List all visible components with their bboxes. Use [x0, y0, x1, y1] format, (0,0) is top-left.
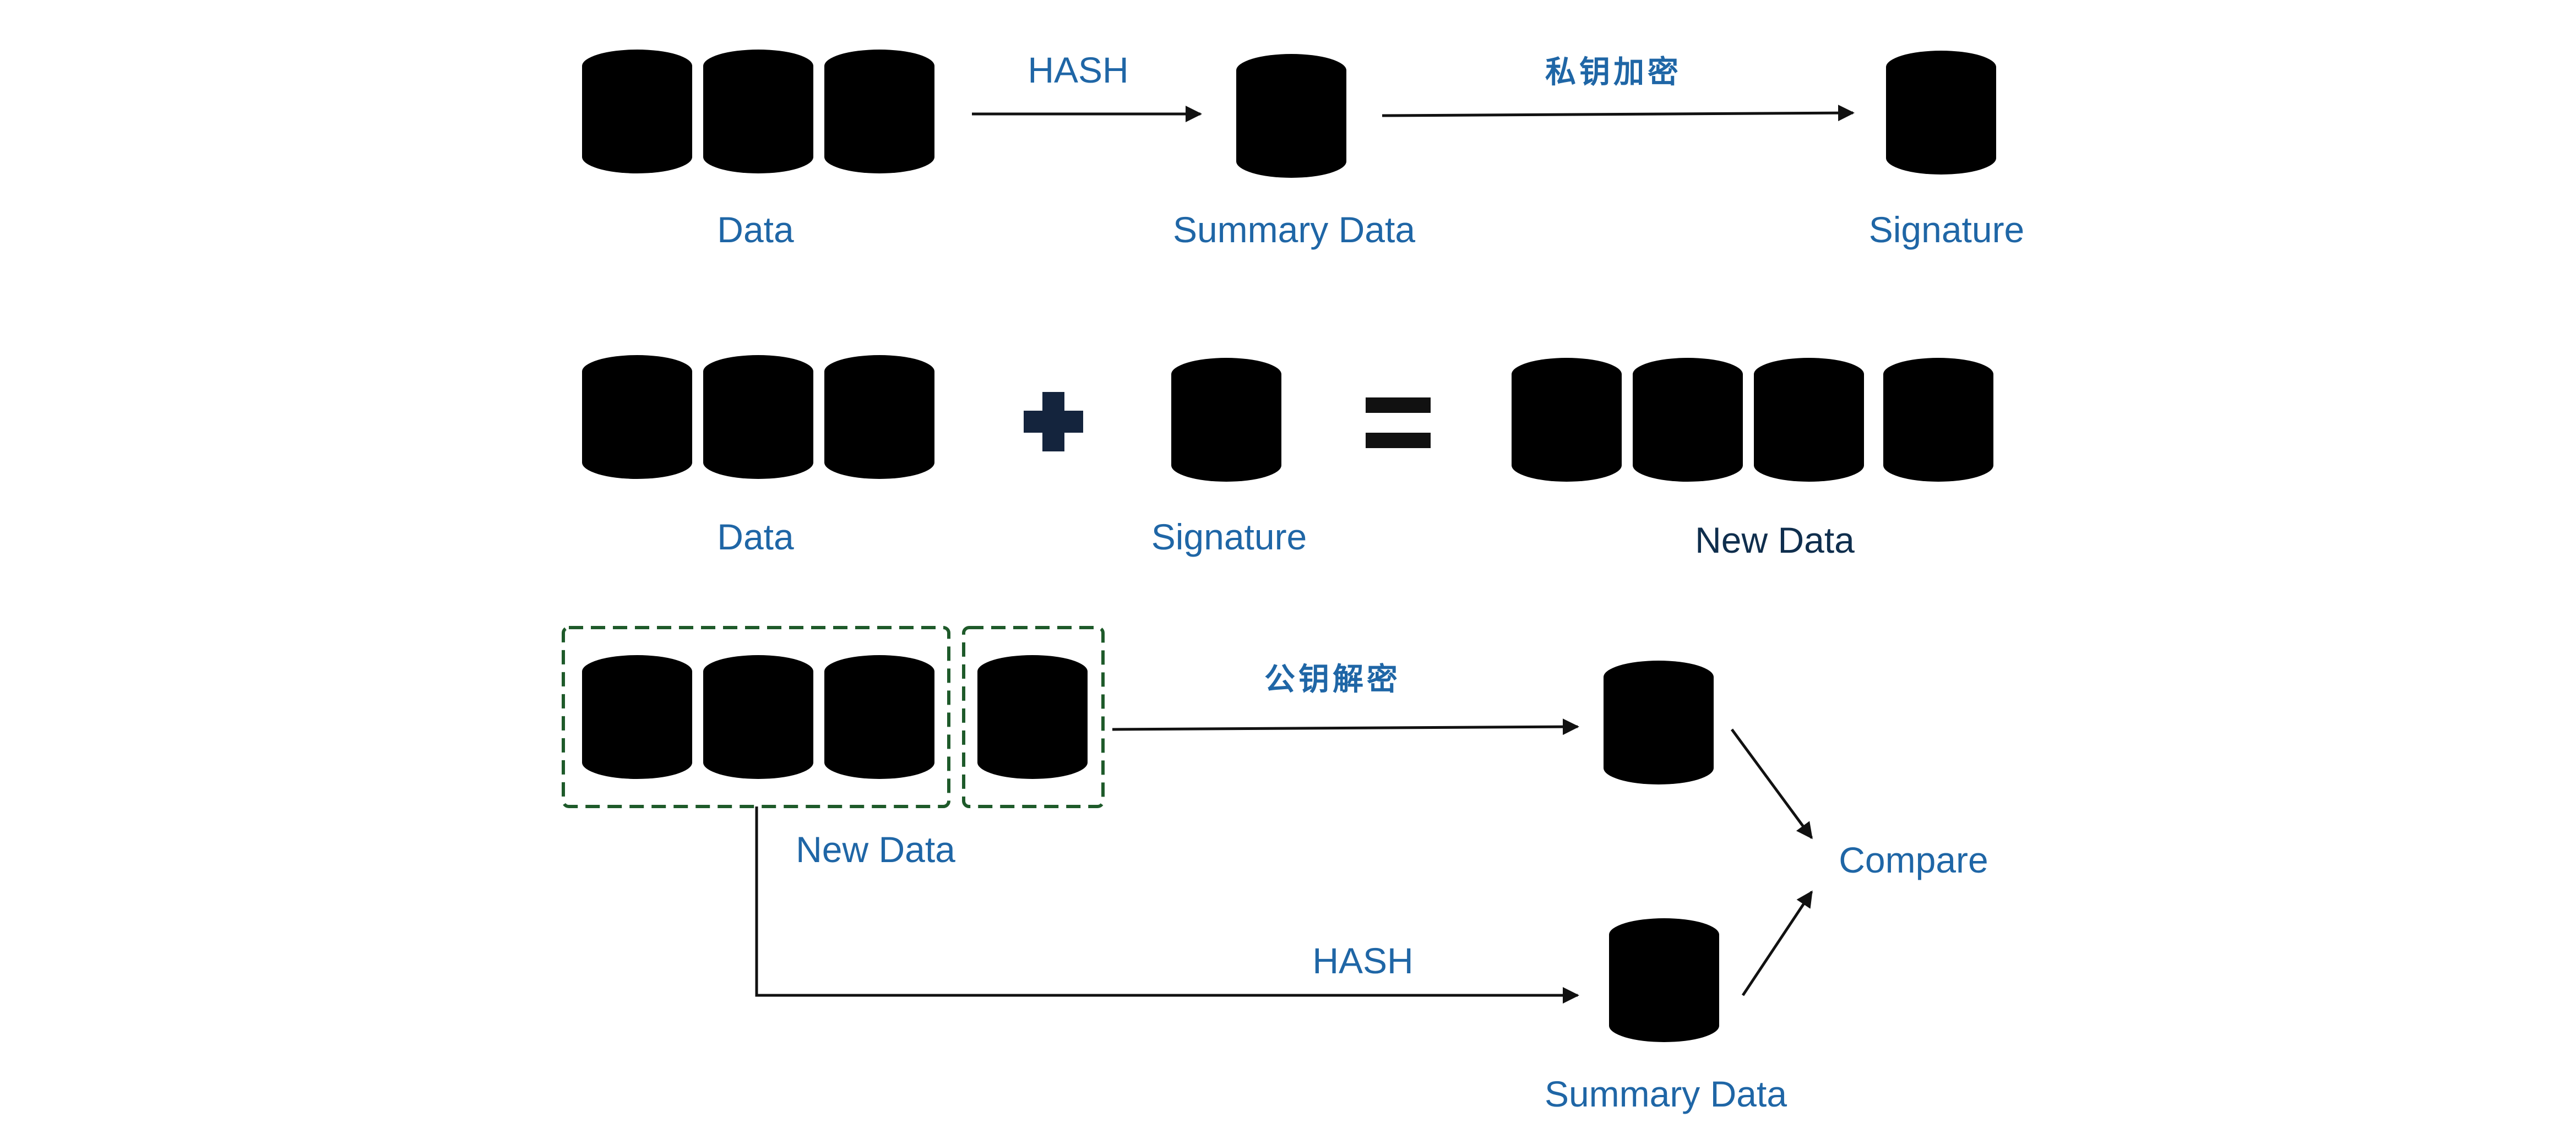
row3-decrypt-arrow — [1112, 718, 1579, 735]
row1-hash-label: HASH — [1028, 50, 1128, 90]
database-icon — [824, 655, 934, 779]
database-icon — [582, 655, 692, 779]
database-icon — [1754, 358, 1864, 482]
row1-summary-label: Summary Data — [1173, 209, 1415, 250]
row1-data-group — [582, 50, 934, 173]
database-icon — [824, 355, 934, 479]
row1-signature-label: Signature — [1869, 209, 2025, 250]
database-icon — [1633, 358, 1743, 482]
row3-summary-label: Summary Data — [1545, 1073, 1787, 1114]
equals-icon — [1366, 397, 1431, 448]
database-icon — [703, 355, 813, 479]
database-icon — [582, 355, 692, 479]
row3-decrypt-label: 公钥解密 — [1264, 662, 1401, 697]
database-filled-icon — [1886, 51, 1996, 175]
database-icon — [1512, 358, 1622, 482]
row3-hash-connector — [755, 806, 1579, 1004]
database-icon — [1609, 918, 1719, 1042]
compare-label: Compare — [1839, 840, 1988, 880]
plus-icon — [1024, 392, 1083, 451]
database-icon — [582, 50, 692, 173]
database-icon — [1604, 661, 1714, 784]
database-icon — [703, 50, 813, 173]
row1-encrypt-arrow — [1382, 105, 1855, 122]
database-icon — [703, 655, 813, 779]
database-filled-icon — [977, 655, 1088, 779]
row3-new-data-label: New Data — [796, 829, 955, 870]
database-icon — [1236, 54, 1346, 178]
row2-data-label: Data — [717, 516, 794, 557]
row2-new-data-label: New Data — [1695, 520, 1855, 560]
row2-signature-label: Signature — [1151, 516, 1307, 557]
compare-arrow-bottom — [1741, 890, 1813, 996]
row1-encrypt-label: 私钥加密 — [1545, 55, 1682, 90]
row2-data-group — [582, 355, 934, 479]
row2-new-data-group — [1512, 358, 1993, 482]
compare-arrow-top — [1730, 728, 1813, 840]
new-data-dashed-box — [562, 626, 950, 808]
row3-hash-label: HASH — [1312, 940, 1413, 981]
database-filled-icon — [1883, 358, 1993, 482]
row3-new-data-group — [582, 655, 1088, 779]
signature-dashed-box — [962, 626, 1105, 808]
row1-data-label: Data — [717, 209, 794, 250]
database-icon — [824, 50, 934, 173]
database-filled-icon — [1171, 358, 1281, 482]
